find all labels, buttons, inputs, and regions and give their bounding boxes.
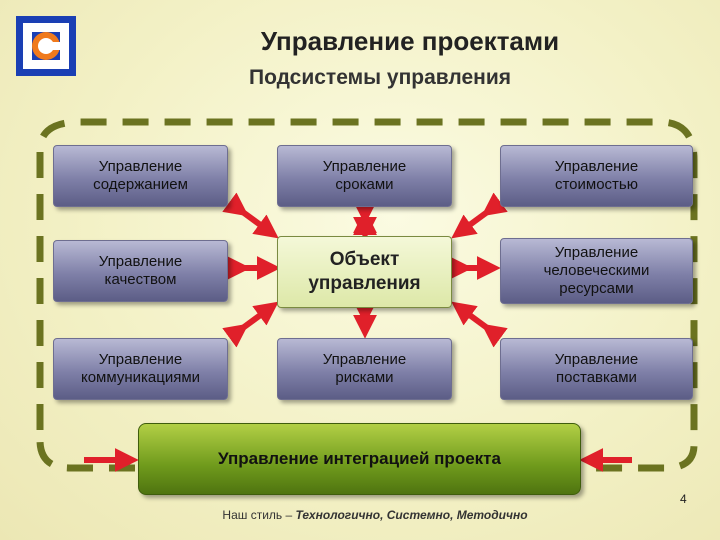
arrow-center-cost <box>451 192 508 239</box>
box-integration-management: Управление интеграцией проекта <box>138 423 581 495</box>
page-subtitle: Подсистемы управления <box>248 66 512 89</box>
page-number: 4 <box>680 492 687 506</box>
arrow-center-supply <box>451 301 508 348</box>
footer-motto: Наш стиль – Технологично, Системно, Мето… <box>222 508 528 522</box>
arrow-center-comm <box>222 301 279 348</box>
page-title: Управление проектами <box>260 26 560 56</box>
arrow-center-content <box>222 192 279 239</box>
company-logo-icon <box>16 16 76 76</box>
dashed-frame <box>36 118 698 472</box>
